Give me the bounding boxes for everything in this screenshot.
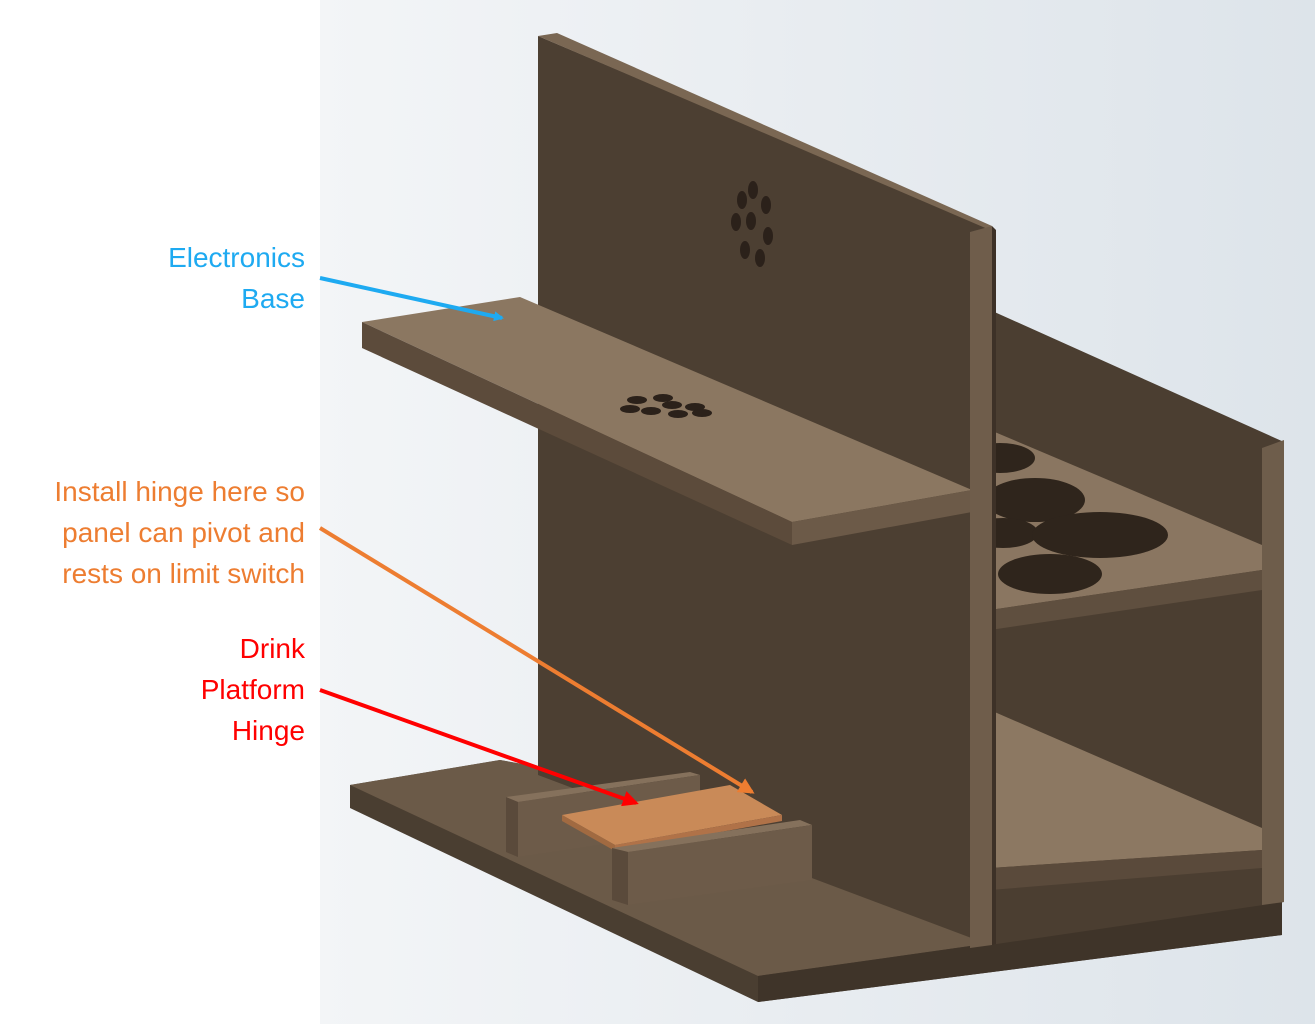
hinge-install-label: Install hinge here so panel can pivot an… xyxy=(54,476,305,589)
lower-cabinet-shelf xyxy=(990,710,1262,890)
hinge-install-arrow xyxy=(318,526,755,794)
speaker-holes-panel xyxy=(731,181,773,267)
cup-hole xyxy=(1032,512,1168,558)
divider-post xyxy=(970,226,996,948)
cup-hole xyxy=(998,554,1102,594)
right-rail xyxy=(612,820,812,905)
drink-platform-hinge-label: Drink Platform Hinge xyxy=(200,633,305,746)
cup-holder-shelf xyxy=(965,430,1262,630)
electronics-base-label: Electronics Base xyxy=(168,242,305,314)
cup-hole xyxy=(985,478,1085,522)
electronics-base-arrow xyxy=(319,276,504,322)
drink-platform-hinge-arrow xyxy=(319,688,639,807)
electronics-base-shelf xyxy=(362,297,972,545)
speaker-holes-shelf xyxy=(620,394,712,418)
